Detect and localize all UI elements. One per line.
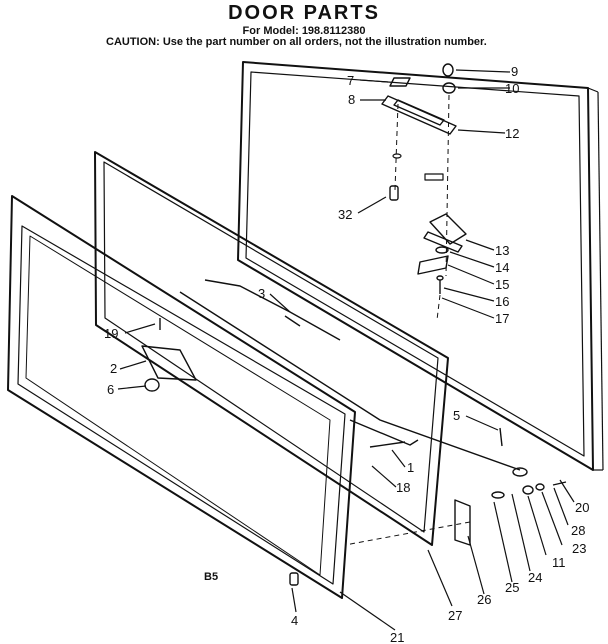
bottom-fasteners <box>522 481 567 495</box>
callout-1: 1 <box>407 460 414 475</box>
callout-19: 20 <box>575 500 589 515</box>
callout-13: 13 <box>495 243 509 258</box>
assembly-lines <box>344 94 471 546</box>
leader-lines <box>117 69 575 631</box>
callout-4: 4 <box>291 613 298 628</box>
callout-18: 18 <box>396 480 410 495</box>
callout-20: 19 <box>104 326 118 341</box>
callout-24: 25 <box>505 580 519 595</box>
callout-6: 6 <box>107 382 114 397</box>
callout-5: 5 <box>453 408 460 423</box>
callout-21: 23 <box>572 541 586 556</box>
hinge-rods <box>179 279 528 499</box>
handle-assembly <box>381 63 457 201</box>
callout-9: 9 <box>511 64 518 79</box>
callout-28: 28 <box>571 523 585 538</box>
outer-door-panel <box>237 61 604 471</box>
callout-10: 10 <box>505 81 519 96</box>
caution-note: CAUTION: Use the part number on all orde… <box>106 36 487 48</box>
callout-15: 15 <box>495 277 509 292</box>
callout-14: 14 <box>495 260 509 275</box>
callout-7: 7 <box>347 73 354 88</box>
callout-2: 2 <box>110 361 117 376</box>
callout-3: 3 <box>258 286 265 301</box>
sheet-code: B5 <box>204 571 219 583</box>
diagram-title: DOOR PARTS <box>228 2 380 24</box>
callout-23: 24 <box>528 570 542 585</box>
inner-door-liner <box>7 195 356 599</box>
callout-labels: 7 8 9 10 12 32 13 14 15 16 17 3 19 2 6 5… <box>104 64 589 644</box>
callout-25: 26 <box>477 592 491 607</box>
callout-17: 17 <box>495 311 509 326</box>
callout-32: 32 <box>338 207 352 222</box>
door-gasket-frame <box>94 151 449 546</box>
callout-26: 27 <box>448 608 462 623</box>
callout-8: 8 <box>348 92 355 107</box>
callout-12: 12 <box>505 126 519 141</box>
callout-27: 21 <box>390 630 404 644</box>
callout-11: 11 <box>552 555 566 570</box>
model-number: For Model: 198.8112380 <box>242 25 366 37</box>
callout-16: 16 <box>495 294 509 309</box>
latch-assembly <box>417 213 467 294</box>
